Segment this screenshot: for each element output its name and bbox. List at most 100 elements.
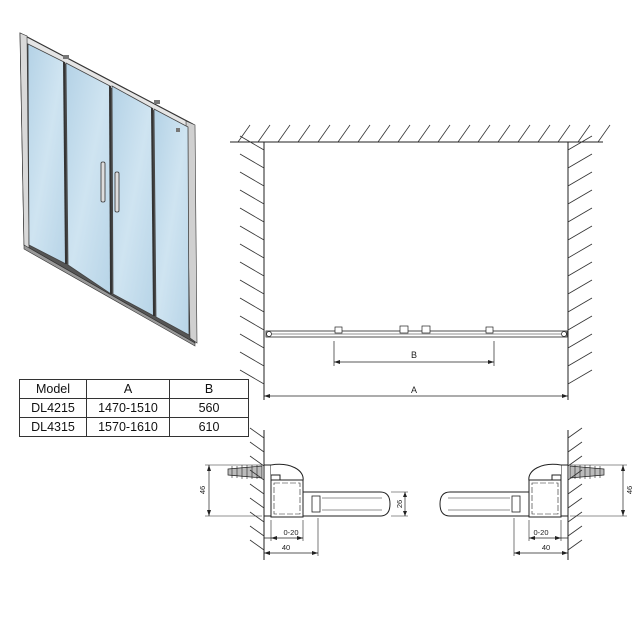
section-detail-left bbox=[227, 430, 391, 560]
dimension-b bbox=[333, 341, 495, 366]
hatch-line bbox=[597, 124, 611, 143]
table-cell-model: DL4315 bbox=[19, 417, 87, 437]
door-perspective-view bbox=[19, 32, 198, 347]
hatch-line bbox=[567, 427, 583, 439]
hatch-line bbox=[249, 525, 265, 537]
hatch-line bbox=[249, 511, 265, 523]
panel-edge bbox=[109, 85, 112, 295]
left-wall-hatching bbox=[239, 135, 265, 385]
hatch-line bbox=[567, 297, 593, 313]
hatch-line bbox=[437, 124, 451, 143]
hatch-line bbox=[239, 297, 265, 313]
table-header-row: Model A B bbox=[19, 379, 249, 399]
table-row: DL4315 1570-1610 610 bbox=[19, 417, 249, 437]
hatch-line bbox=[567, 207, 593, 223]
hatch-line bbox=[567, 243, 593, 259]
hatch-line bbox=[249, 427, 265, 439]
hatch-line bbox=[357, 124, 371, 143]
hatch-line bbox=[249, 539, 265, 551]
hatch-line bbox=[239, 171, 265, 187]
dimension-a-label: A bbox=[411, 385, 417, 395]
ceiling-hatching bbox=[237, 124, 611, 143]
hatch-line bbox=[239, 189, 265, 205]
right-wall-hatching bbox=[567, 135, 593, 385]
panel-edge bbox=[151, 107, 155, 317]
section-right-dimensions bbox=[513, 464, 627, 556]
hatch-line bbox=[567, 539, 583, 551]
hatch-line bbox=[577, 124, 591, 143]
hatch-line bbox=[239, 279, 265, 295]
hatch-line bbox=[567, 279, 593, 295]
hatch-line bbox=[477, 124, 491, 143]
hatch-line bbox=[249, 483, 265, 495]
hatch-line bbox=[239, 369, 265, 385]
hatch-line bbox=[567, 469, 583, 481]
hatch-line bbox=[567, 315, 593, 331]
hatch-line bbox=[537, 124, 551, 143]
table-cell-a: 1470-1510 bbox=[86, 398, 170, 418]
model-spec-table: Model A B DL4215 1470-1510 560 DL4315 15… bbox=[19, 379, 249, 437]
glass-panel-1 bbox=[27, 43, 67, 265]
hatch-line bbox=[249, 469, 265, 481]
hatch-line bbox=[517, 124, 531, 143]
section-left-adjust-label: 0-20 bbox=[283, 528, 298, 537]
section-right-width-label: 40 bbox=[542, 543, 550, 552]
hatch-line bbox=[317, 124, 331, 143]
hatch-line bbox=[567, 153, 593, 169]
section-left-wall-hatching bbox=[249, 427, 265, 551]
section-right-wall-hatching bbox=[567, 427, 583, 551]
table-cell-b: 560 bbox=[169, 398, 249, 418]
hatch-line bbox=[567, 511, 583, 523]
section-right-adjust-label: 0-20 bbox=[533, 528, 548, 537]
hatch-line bbox=[249, 497, 265, 509]
hatch-line bbox=[239, 207, 265, 223]
table-cell-model: DL4215 bbox=[19, 398, 87, 418]
hatch-line bbox=[249, 455, 265, 467]
section-left-dimensions bbox=[205, 464, 408, 556]
section-left-width-label: 40 bbox=[282, 543, 290, 552]
dimension-b-label: B bbox=[411, 350, 417, 360]
table-header-a: A bbox=[86, 379, 170, 399]
door-handle-left bbox=[100, 161, 106, 203]
hatch-line bbox=[249, 441, 265, 453]
roller-icon bbox=[154, 100, 160, 104]
hatch-line bbox=[567, 171, 593, 187]
hatch-line bbox=[239, 261, 265, 277]
hatch-line bbox=[567, 333, 593, 349]
hatch-line bbox=[297, 124, 311, 143]
panel-edge bbox=[63, 61, 67, 265]
hatch-line bbox=[397, 124, 411, 143]
hatch-line bbox=[377, 124, 391, 143]
hatch-line bbox=[239, 315, 265, 331]
hatch-line bbox=[567, 225, 593, 241]
hatch-line bbox=[567, 135, 593, 151]
section-left-profile-label: 26 bbox=[395, 500, 404, 508]
hatch-line bbox=[257, 124, 271, 143]
section-detail-right bbox=[439, 430, 605, 560]
roller-icon bbox=[63, 55, 69, 59]
table-header-model: Model bbox=[19, 379, 87, 399]
hatch-line bbox=[337, 124, 351, 143]
hatch-line bbox=[239, 243, 265, 259]
table-cell-a: 1570-1610 bbox=[86, 417, 170, 437]
hatch-line bbox=[497, 124, 511, 143]
hatch-line bbox=[457, 124, 471, 143]
front-view bbox=[230, 141, 603, 400]
hatch-line bbox=[567, 189, 593, 205]
hatch-line bbox=[239, 135, 265, 151]
hatch-line bbox=[567, 483, 583, 495]
table-cell-b: 610 bbox=[169, 417, 249, 437]
hatch-line bbox=[557, 124, 571, 143]
door-handle-right bbox=[114, 171, 120, 213]
hatch-line bbox=[239, 225, 265, 241]
hatch-line bbox=[239, 153, 265, 169]
table-header-b: B bbox=[169, 379, 249, 399]
section-right-height-label: 46 bbox=[625, 486, 634, 494]
hatch-line bbox=[567, 369, 593, 385]
hatch-line bbox=[237, 124, 251, 143]
hatch-line bbox=[567, 497, 583, 509]
wall-anchor-icon bbox=[227, 465, 263, 479]
glass-panel-4 bbox=[153, 108, 190, 336]
hatch-line bbox=[567, 525, 583, 537]
